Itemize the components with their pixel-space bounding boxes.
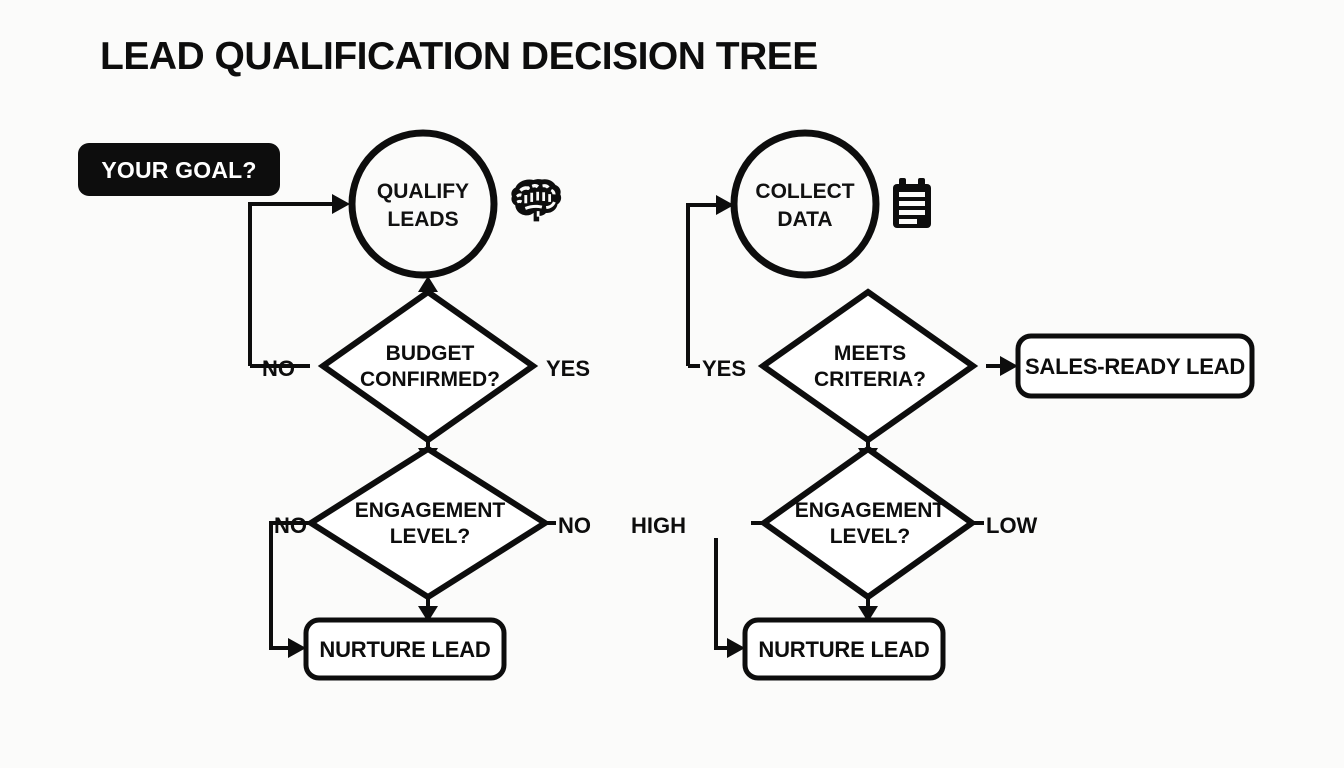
nurture-lead-right-label: NURTURE LEAD bbox=[758, 637, 929, 662]
qualify-leads-label-line1: QUALIFY bbox=[377, 180, 469, 203]
brain-icon bbox=[511, 179, 562, 222]
node-sales-ready-lead[interactable]: SALES-READY LEAD bbox=[1015, 333, 1255, 399]
page-title: LEAD QUALIFICATION DECISION TREE bbox=[100, 35, 818, 78]
meets-criteria-label-line2: CRITERIA? bbox=[814, 368, 926, 391]
arrowhead bbox=[418, 606, 438, 622]
nurture-lead-left-box bbox=[303, 617, 507, 681]
edge-label-engagement-right-low: LOW bbox=[986, 513, 1038, 538]
arrowhead bbox=[418, 276, 438, 292]
engagement-level-right-label-line2: LEVEL? bbox=[830, 525, 911, 548]
meets-criteria-label-line1: MEETS bbox=[834, 342, 906, 365]
edge-label-engagement-left-no-left: NO bbox=[274, 513, 307, 538]
node-meets-criteria[interactable]: MEETS CRITERIA? bbox=[757, 288, 979, 444]
edge-label-meets-yes: YES bbox=[702, 356, 746, 381]
edge-label-budget-yes: YES bbox=[546, 356, 590, 381]
budget-confirmed-label-line1: BUDGET bbox=[386, 342, 475, 365]
start-node-your-goal[interactable]: YOUR GOAL? bbox=[78, 143, 280, 196]
edge-engagement-left-no-left bbox=[269, 521, 311, 658]
clipboard-icon bbox=[893, 178, 931, 228]
node-engagement-level-right[interactable]: ENGAGEMENT LEVEL? bbox=[758, 445, 978, 601]
arrowhead bbox=[288, 638, 306, 658]
node-qualify-leads[interactable]: QUALIFY LEADS bbox=[348, 129, 498, 279]
edge-meets-to-sales-ready bbox=[986, 356, 1018, 376]
edge-yes-to-collect-data bbox=[686, 195, 734, 366]
engagement-level-right-diamond bbox=[758, 445, 978, 601]
edge-label-engagement-left-no-right: NO bbox=[558, 513, 591, 538]
sales-ready-lead-box bbox=[1015, 333, 1255, 399]
node-engagement-level-left[interactable]: ENGAGEMENT LEVEL? bbox=[305, 445, 551, 601]
arrowhead bbox=[1000, 356, 1018, 376]
node-collect-data[interactable]: COLLECT DATA bbox=[730, 129, 880, 279]
engagement-level-left-label-line2: LEVEL? bbox=[390, 525, 471, 548]
qualify-leads-label-line2: LEADS bbox=[387, 208, 458, 231]
collect-data-circle bbox=[730, 129, 880, 279]
engagement-level-left-diamond bbox=[305, 445, 551, 601]
edge-label-engagement-right-high: HIGH bbox=[631, 513, 686, 538]
nurture-lead-left-label: NURTURE LEAD bbox=[319, 637, 490, 662]
arrowhead bbox=[716, 195, 734, 215]
sales-ready-lead-label: SALES-READY LEAD bbox=[1025, 354, 1245, 379]
collect-data-label-line2: DATA bbox=[777, 208, 832, 231]
nurture-lead-right-box bbox=[742, 617, 946, 681]
meets-criteria-diamond bbox=[757, 288, 979, 444]
node-nurture-lead-left[interactable]: NURTURE LEAD bbox=[303, 617, 507, 681]
start-pill-label: YOUR GOAL? bbox=[101, 157, 256, 183]
node-nurture-lead-right[interactable]: NURTURE LEAD bbox=[742, 617, 946, 681]
qualify-leads-circle bbox=[348, 129, 498, 279]
collect-data-label-line1: COLLECT bbox=[755, 180, 854, 203]
arrowhead bbox=[858, 606, 878, 622]
start-pill-shape bbox=[78, 143, 280, 196]
budget-confirmed-label-line2: CONFIRMED? bbox=[360, 368, 500, 391]
engagement-level-right-label-line1: ENGAGEMENT bbox=[795, 499, 946, 522]
arrowhead bbox=[727, 638, 745, 658]
node-budget-confirmed[interactable]: BUDGET CONFIRMED? bbox=[317, 288, 539, 444]
budget-confirmed-diamond bbox=[317, 288, 539, 444]
engagement-level-left-label-line1: ENGAGEMENT bbox=[355, 499, 506, 522]
arrowhead bbox=[332, 194, 350, 214]
edge-label-budget-no: NO bbox=[262, 356, 295, 381]
edge-goal-to-qualify bbox=[248, 194, 350, 366]
